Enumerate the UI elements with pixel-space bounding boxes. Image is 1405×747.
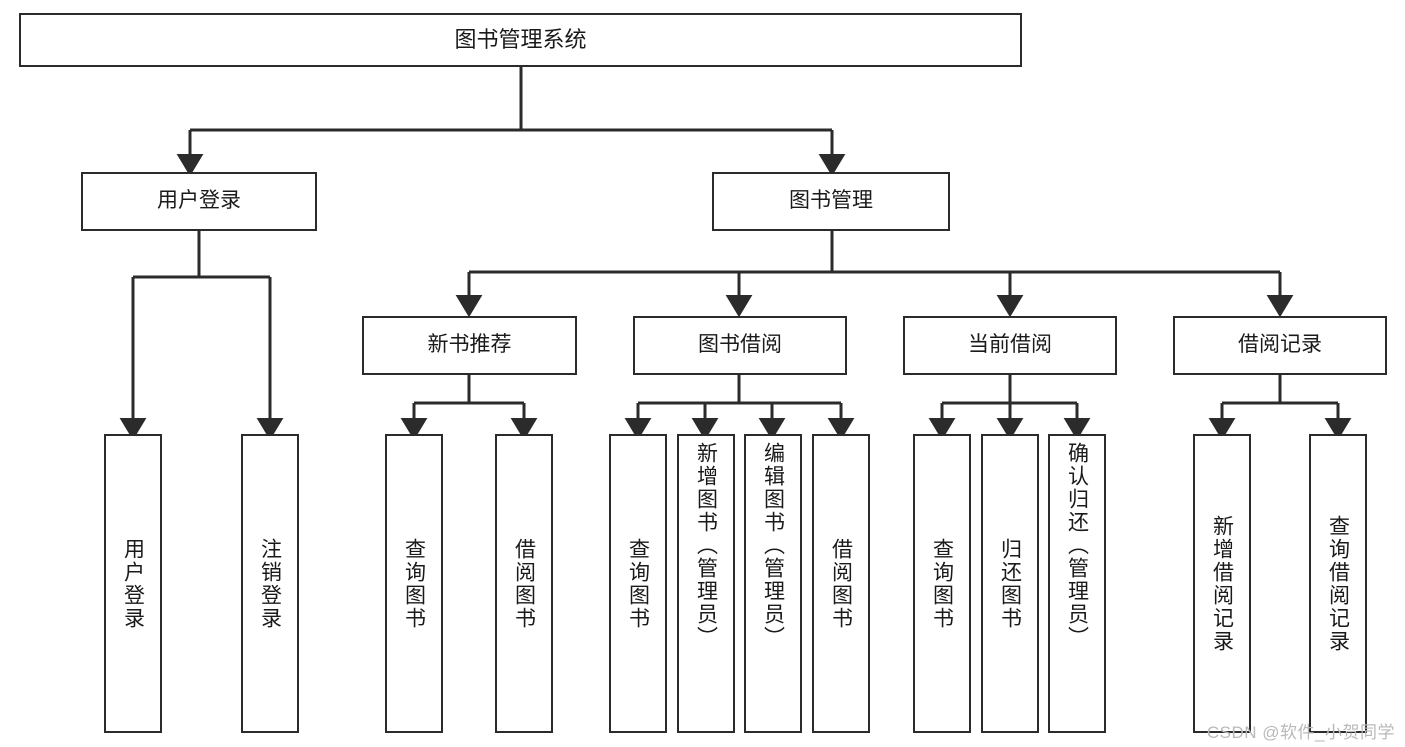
node-label: 借阅图书: [829, 537, 853, 630]
node-label: 新增图书（管理员）: [694, 442, 718, 649]
leaf-add-book-admin[interactable]: 新增图书（管理员）: [677, 434, 735, 733]
node-label: 图书借阅: [698, 333, 782, 357]
node-label: 确认归还（管理员）: [1065, 442, 1089, 649]
node-label: 查询图书: [930, 537, 954, 630]
node-label: 查询图书: [402, 537, 426, 630]
node-user-login[interactable]: 用户登录: [81, 172, 317, 231]
node-label: 新书推荐: [427, 333, 512, 357]
leaf-borrow-book[interactable]: 借阅图书: [812, 434, 870, 733]
node-label: 查询借阅记录: [1326, 514, 1350, 653]
node-book-management[interactable]: 图书管理: [712, 172, 950, 231]
node-label: 查询图书: [626, 537, 650, 630]
leaf-borrow-book-recommend[interactable]: 借阅图书: [495, 434, 553, 733]
node-current-borrow[interactable]: 当前借阅: [903, 316, 1117, 375]
node-label: 用户登录: [157, 189, 241, 213]
node-new-book-recommend[interactable]: 新书推荐: [362, 316, 577, 375]
node-root-system[interactable]: 图书管理系统: [19, 13, 1022, 67]
leaf-query-book-current[interactable]: 查询图书: [913, 434, 971, 733]
leaf-user-login[interactable]: 用户登录: [104, 434, 162, 733]
node-label: 用户登录: [121, 537, 145, 630]
node-label: 归还图书: [998, 537, 1022, 630]
node-borrow-record[interactable]: 借阅记录: [1173, 316, 1387, 375]
node-label: 图书管理: [789, 189, 873, 213]
leaf-logout[interactable]: 注销登录: [241, 434, 299, 733]
node-label: 图书管理系统: [454, 27, 587, 53]
leaf-edit-book-admin[interactable]: 编辑图书（管理员）: [744, 434, 802, 733]
leaf-query-book-recommend[interactable]: 查询图书: [385, 434, 443, 733]
node-label: 当前借阅: [968, 333, 1052, 357]
leaf-add-borrow-record[interactable]: 新增借阅记录: [1193, 434, 1251, 733]
node-label: 借阅记录: [1238, 333, 1322, 357]
node-book-borrow[interactable]: 图书借阅: [633, 316, 847, 375]
leaf-return-book[interactable]: 归还图书: [981, 434, 1039, 733]
node-label: 新增借阅记录: [1210, 514, 1234, 653]
leaf-confirm-return-admin[interactable]: 确认归还（管理员）: [1048, 434, 1106, 733]
leaf-query-book-borrow[interactable]: 查询图书: [609, 434, 667, 733]
node-label: 借阅图书: [512, 537, 536, 630]
node-label: 编辑图书（管理员）: [761, 442, 785, 649]
node-label: 注销登录: [258, 537, 282, 630]
leaf-query-borrow-record[interactable]: 查询借阅记录: [1309, 434, 1367, 733]
